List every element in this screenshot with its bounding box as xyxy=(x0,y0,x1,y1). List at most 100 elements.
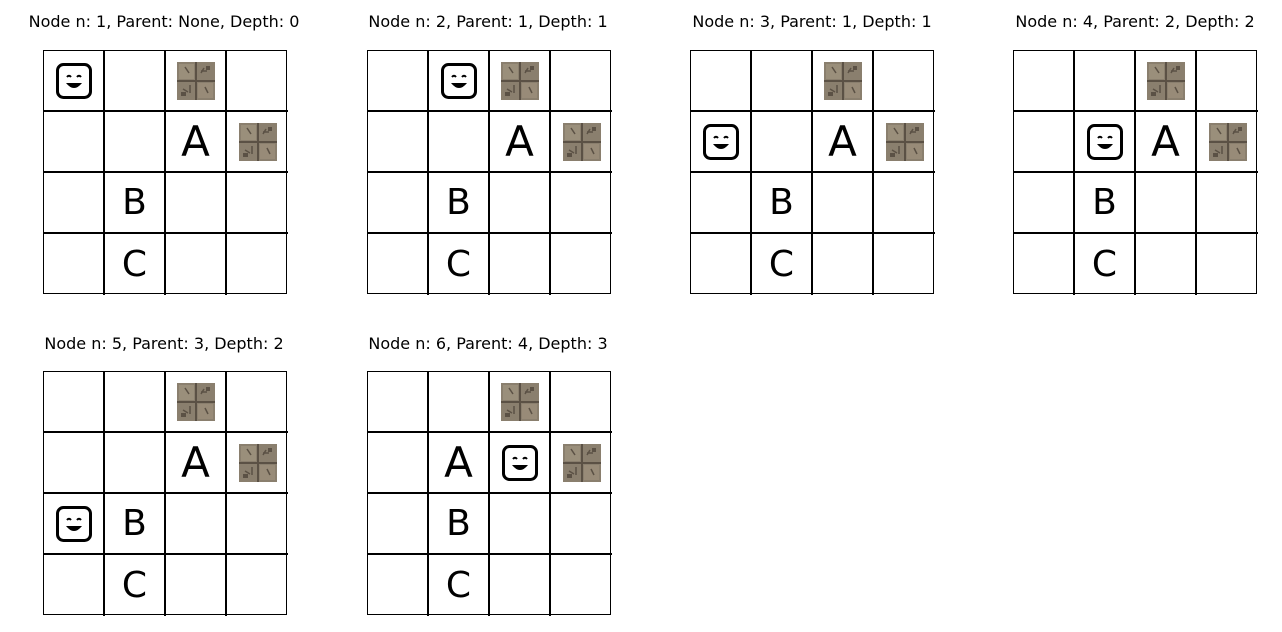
grid-cell xyxy=(368,112,429,173)
smiley-agent-icon xyxy=(440,62,478,100)
panel-title: Node n: 5, Parent: 3, Depth: 2 xyxy=(44,334,284,353)
grid-cell xyxy=(227,112,288,173)
grid-cell xyxy=(490,173,551,234)
smiley-agent-icon xyxy=(1086,123,1124,161)
block-letter: A xyxy=(1151,116,1180,166)
grid-cell xyxy=(368,494,429,555)
grid-cell: B xyxy=(1075,173,1136,234)
block-letter: B xyxy=(1092,181,1117,223)
grid-cell: B xyxy=(429,494,490,555)
grid-cell xyxy=(166,234,227,295)
grid-cell xyxy=(227,51,288,112)
grid-cell xyxy=(490,372,551,433)
grid-cell xyxy=(368,173,429,234)
grid-cell: C xyxy=(429,555,490,616)
block-letter: A xyxy=(181,437,210,487)
smiley-agent-icon xyxy=(55,505,93,543)
grid-cell xyxy=(166,173,227,234)
grid-cell xyxy=(166,555,227,616)
block-letter: B xyxy=(446,181,471,223)
stone-wall-icon xyxy=(238,122,277,161)
grid-cell xyxy=(227,173,288,234)
grid-cell xyxy=(368,555,429,616)
panel-title: Node n: 6, Parent: 4, Depth: 3 xyxy=(368,334,608,353)
grid-cell xyxy=(44,112,105,173)
grid-cell xyxy=(1014,51,1075,112)
grid-cell xyxy=(551,234,612,295)
grid-cell xyxy=(166,51,227,112)
stone-wall-icon xyxy=(500,382,539,421)
block-letter: C xyxy=(768,243,795,285)
block-letter: A xyxy=(828,116,857,166)
grid-cell xyxy=(490,555,551,616)
stone-wall-icon xyxy=(500,61,539,100)
grid-cell xyxy=(429,372,490,433)
grid-cell xyxy=(813,234,874,295)
block-letter: B xyxy=(122,181,147,223)
grid-cell: A xyxy=(429,433,490,494)
grid-cell xyxy=(166,494,227,555)
grid-cell: A xyxy=(166,433,227,494)
grid-cell xyxy=(691,173,752,234)
grid-cell: B xyxy=(105,494,166,555)
grid-cell xyxy=(874,112,935,173)
grid-cell: C xyxy=(105,234,166,295)
stone-wall-icon xyxy=(1146,61,1185,100)
stone-wall-icon xyxy=(176,382,215,421)
grid-cell: C xyxy=(429,234,490,295)
grid-cell xyxy=(44,372,105,433)
grid-cell xyxy=(227,555,288,616)
grid-cell xyxy=(227,494,288,555)
grid-cell xyxy=(105,51,166,112)
grid-cell xyxy=(551,494,612,555)
block-letter: B xyxy=(769,181,794,223)
grid-cell: A xyxy=(1136,112,1197,173)
grid-cell xyxy=(1197,173,1258,234)
grid-cell xyxy=(691,112,752,173)
panel-title: Node n: 4, Parent: 2, Depth: 2 xyxy=(1015,12,1255,31)
block-letter: C xyxy=(1091,243,1118,285)
grid-cell xyxy=(44,173,105,234)
grid-cell xyxy=(44,51,105,112)
grid-cell xyxy=(551,555,612,616)
grid-cell xyxy=(368,51,429,112)
grid-cell xyxy=(44,555,105,616)
grid-cell xyxy=(1014,112,1075,173)
block-letter: B xyxy=(122,502,147,544)
grid-cell: B xyxy=(429,173,490,234)
panel-title: Node n: 2, Parent: 1, Depth: 1 xyxy=(368,12,608,31)
grid-cell xyxy=(691,51,752,112)
smiley-agent-icon xyxy=(702,123,740,161)
grid-cell xyxy=(44,433,105,494)
grid-cell xyxy=(1197,234,1258,295)
grid-cell: C xyxy=(105,555,166,616)
grid-cell xyxy=(691,234,752,295)
grid-cell xyxy=(227,433,288,494)
grid-cell xyxy=(490,433,551,494)
block-letter: A xyxy=(505,116,534,166)
grid-cell xyxy=(1014,234,1075,295)
grid-cell xyxy=(429,112,490,173)
stone-wall-icon xyxy=(562,122,601,161)
grid-cell: B xyxy=(105,173,166,234)
grid-cell xyxy=(166,372,227,433)
grid-cell xyxy=(429,51,490,112)
block-letter: A xyxy=(181,116,210,166)
grid-cell: A xyxy=(813,112,874,173)
smiley-agent-icon xyxy=(501,444,539,482)
block-letter: A xyxy=(444,437,473,487)
grid-cell xyxy=(1014,173,1075,234)
grid-cell xyxy=(368,234,429,295)
grid-cell xyxy=(1136,51,1197,112)
grid-cell xyxy=(874,173,935,234)
grid-cell xyxy=(227,372,288,433)
grid-cell xyxy=(368,433,429,494)
grid-cell xyxy=(874,234,935,295)
grid-cell xyxy=(551,433,612,494)
grid-cell xyxy=(1197,112,1258,173)
grid-cell xyxy=(752,51,813,112)
stone-wall-icon xyxy=(238,443,277,482)
grid-cell xyxy=(105,372,166,433)
